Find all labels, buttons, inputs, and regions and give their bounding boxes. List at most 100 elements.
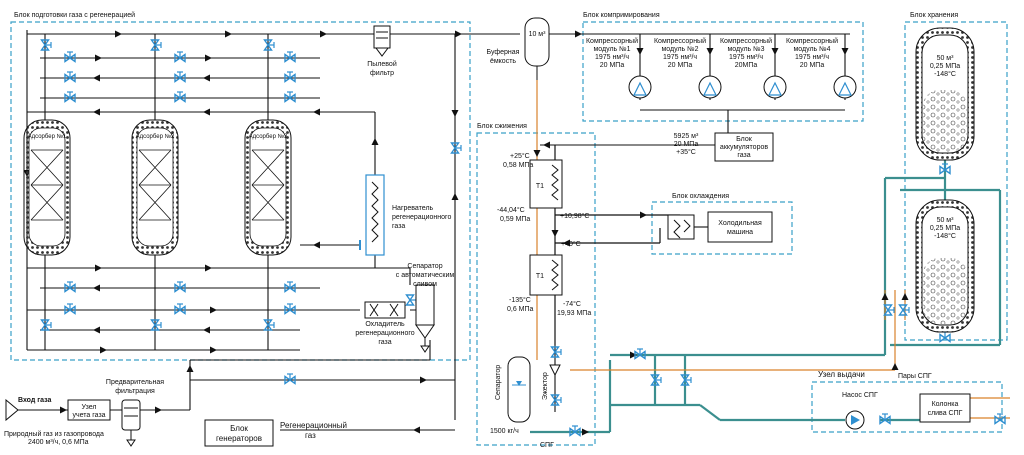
comp-2-l1: Компрессорный — [654, 37, 706, 45]
regen-cooler — [364, 301, 406, 319]
storage-block-title: Блок хранения — [910, 12, 958, 19]
flow-label: 1500 кг/ч — [490, 428, 519, 435]
t-out2-2: 0,6 МПа — [507, 306, 534, 313]
comp-2-l4: 20 МПа — [668, 62, 693, 69]
prefilter — [121, 399, 141, 447]
dust-filter-label: Пылевой — [367, 60, 397, 68]
heater-label-3: газа — [392, 223, 405, 230]
lng-label: СПГ — [540, 442, 554, 449]
tank-2-temp: -148°C — [934, 232, 956, 240]
liquefy-block-frame — [476, 132, 596, 446]
auto-drain-separator — [415, 284, 435, 353]
lng-vapors-label: Пары СПГ — [898, 373, 932, 380]
comp-4-l2: модуль №4 — [793, 46, 830, 53]
adsorbers — [23, 119, 292, 256]
separator-label-2: с автоматическим — [396, 272, 455, 279]
comp-2-l3: 1975 нм³/ч — [663, 54, 697, 61]
generators-box — [204, 419, 274, 447]
pump-label: Насос СПГ — [842, 392, 878, 399]
outlet-column-box — [919, 393, 971, 423]
t-out1-1: -44,04°C — [497, 206, 525, 214]
regen-gas-label-1: Регенерационный — [280, 421, 347, 430]
chiller-label-1: Холодильная — [718, 220, 762, 227]
compress-block-title: Блок компримирования — [583, 12, 660, 19]
comp-4-l3: 1975 нм³/ч — [795, 54, 829, 61]
lng-separator — [507, 356, 531, 423]
lng-separator-label: Сепаратор — [495, 365, 502, 400]
acc-params-2: 20 МПа — [674, 141, 699, 148]
tank-1-pressure: 0,25 МПа — [930, 63, 960, 70]
heat-exchanger-1 — [529, 159, 563, 209]
buffer-label-2: ёмкость — [490, 58, 516, 65]
pipeline-label-1: Природный газ из газопровода — [4, 430, 104, 438]
cooler-label-1: Охладитель — [365, 321, 405, 328]
regen-block-title: Блок подготовки газа с регенерацией — [14, 11, 135, 19]
compressor-modules — [628, 75, 857, 99]
heater-label-1: Нагреватель — [392, 205, 434, 212]
t-cool: +10,98°C — [560, 212, 589, 220]
adsorber-1-label: Адсорбер №1 — [28, 133, 67, 140]
heat-exchanger-2 — [529, 254, 563, 296]
adsorber-2-label: Адсорбер №2 — [136, 133, 175, 140]
compressor-2 — [698, 75, 722, 99]
storage-block-frame — [904, 21, 1008, 341]
compressor-labels: Компрессорный модуль №1 1975 нм³/ч 20 МП… — [586, 37, 838, 69]
gas-inlet-arrow — [5, 398, 19, 422]
cooling-block-title: Блок охлаждения — [672, 193, 729, 200]
outlet-block-frame — [811, 381, 1003, 433]
lng-piping — [530, 160, 1002, 434]
chiller-box — [707, 211, 773, 243]
compress-block-frame — [582, 21, 864, 122]
tank-2-pressure: 0,25 МПа — [930, 225, 960, 232]
liquefy-block-title: Блок сжижения — [477, 123, 527, 130]
ejector — [549, 345, 562, 412]
tank-1-vol: 50 м³ — [937, 55, 955, 62]
flow-arrows — [23, 30, 462, 434]
ejector-label: Эжектор — [542, 372, 549, 400]
generators-label-1: Блок — [230, 424, 248, 433]
comp-3-l4: 20МПа — [735, 62, 758, 69]
comp-1-l2: модуль №1 — [593, 46, 630, 53]
t-out3-1: -74°C — [563, 300, 581, 308]
gas-inlet-label: Вход газа — [18, 397, 52, 404]
cooler-label-3: газа — [378, 339, 391, 346]
t-out3-2: 19,93 МПа — [557, 310, 591, 317]
t-out1-2: 0,59 МПа — [500, 216, 530, 223]
compressor-4 — [833, 75, 857, 99]
comp-1-l1: Компрессорный — [586, 37, 638, 45]
buffer-volume: 10 м³ — [529, 31, 547, 38]
t-in1-1: +25°C — [510, 152, 530, 160]
accumulators-label-2: аккумуляторов — [720, 144, 768, 151]
regen-gas-label-2: газ — [305, 431, 316, 440]
comp-1-l3: 1975 нм³/ч — [595, 54, 629, 61]
pipeline-label-2: 2400 м³/ч, 0,6 МПа — [28, 439, 89, 446]
regen-heater — [359, 174, 385, 256]
t-in2: +40°C — [561, 240, 581, 248]
accumulators-box — [714, 132, 774, 162]
generators-label-2: генераторов — [216, 434, 262, 443]
prefilter-label-2: фильтрация — [115, 388, 155, 395]
acc-params-3: +35°C — [676, 148, 696, 156]
liquefy-piping — [536, 80, 680, 360]
hx-1-label: Т1 — [536, 183, 544, 190]
accumulators-label-1: Блок — [736, 136, 753, 143]
comp-2-l2: модуль №2 — [661, 46, 698, 53]
chiller-label-2: машина — [727, 229, 753, 236]
storage-tank-1 — [915, 27, 975, 161]
t-in1-2: 0,58 МПа — [503, 162, 533, 169]
adsorber-3 — [244, 119, 292, 256]
adsorber-2 — [131, 119, 179, 256]
compressor-3 — [763, 75, 787, 99]
comp-1-l4: 20 МПа — [600, 62, 625, 69]
comp-3-l2: модуль №3 — [727, 46, 764, 53]
buffer-vessel — [524, 17, 550, 80]
column-label-2: слива СПГ — [928, 410, 963, 417]
accumulators-label-3: газа — [737, 152, 750, 159]
cooler-exchanger — [667, 214, 695, 240]
separator-label-3: сливом — [413, 281, 437, 288]
metering-label-1: Узел — [82, 404, 97, 411]
hx-2-label: Т1 — [536, 273, 544, 280]
tank-1-temp: -148°C — [934, 70, 956, 78]
lng-pump — [845, 410, 865, 430]
